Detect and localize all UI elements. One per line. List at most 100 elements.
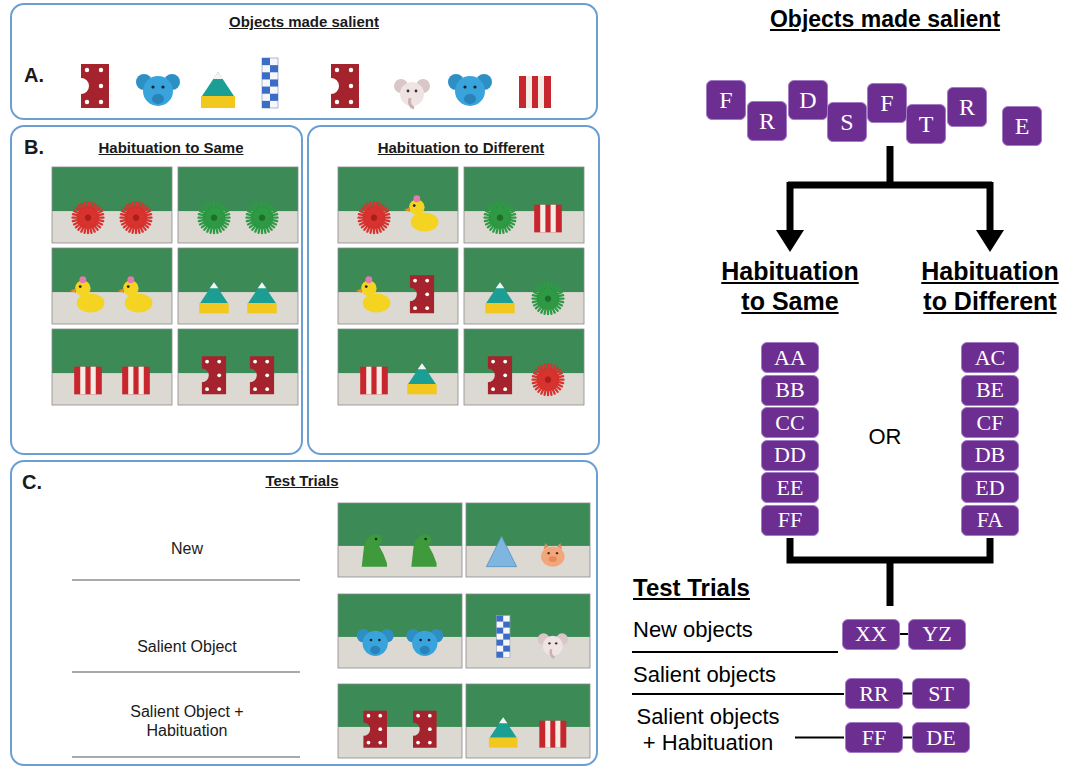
split-arrow: [788, 146, 992, 232]
illustration-part: [464, 94, 476, 104]
box-letters: DE: [926, 727, 955, 749]
illustration-part: [371, 203, 373, 214]
illustration-part: [496, 616, 503, 622]
toy-figure: [250, 356, 274, 394]
illustration-part: [73, 219, 84, 221]
box-letters: DD: [774, 444, 806, 466]
panel-letter: C.: [22, 470, 42, 494]
toy-figure: [410, 275, 434, 313]
box-letters: XX: [855, 623, 887, 645]
illustration-part: [85, 68, 89, 72]
illustration-part: [205, 360, 209, 364]
illustration-part: [359, 219, 370, 221]
illustration-part: [365, 285, 368, 288]
illustration-part: [407, 384, 436, 394]
letter-box: EE: [761, 472, 819, 503]
illustration-part: [178, 248, 298, 324]
illustration-part: [503, 634, 510, 640]
illustration-part: [210, 282, 219, 288]
box-letters: YZ: [922, 623, 951, 645]
illustration-part: [375, 222, 377, 233]
illustration-part: [338, 684, 462, 758]
letter-box: CC: [761, 407, 819, 438]
letter-box: YZ: [908, 619, 966, 650]
illustration-part: [375, 538, 378, 541]
photo-tile: [464, 248, 584, 324]
illustration-part: [424, 538, 427, 541]
illustration-part: [491, 360, 495, 364]
illustration-part: [415, 90, 418, 93]
illustration-part: [338, 292, 458, 324]
illustration-part: [266, 214, 277, 216]
illustration-part: [137, 222, 139, 233]
illustration-part: [466, 546, 590, 577]
photo-tile: [52, 329, 172, 405]
box-letters: ST: [928, 683, 954, 705]
illustration-part: [378, 214, 389, 216]
illustration-part: [466, 684, 590, 758]
box-letters: E: [1015, 114, 1030, 138]
illustration-part: [410, 98, 415, 108]
toy-figure: [363, 711, 387, 748]
photo-tile: [466, 503, 590, 577]
illustration-part: [416, 741, 420, 745]
illustration-part: [413, 279, 417, 283]
illustration-part: [519, 76, 551, 108]
illustration-part: [217, 360, 221, 364]
illustration-part: [178, 329, 298, 405]
box-letters: S: [840, 110, 853, 134]
illustration-part: [413, 195, 420, 202]
illustration-part: [338, 329, 458, 405]
illustration-part: [466, 637, 590, 668]
illustration-part: [367, 714, 371, 718]
illustration-part: [200, 282, 228, 303]
section-heading: Test Trials: [633, 574, 750, 603]
letter-box: BB: [761, 375, 819, 406]
letter-box: AA: [761, 342, 819, 373]
illustration-part: [133, 203, 135, 214]
illustration-part: [533, 300, 544, 302]
box-letters: AA: [774, 347, 806, 369]
split-arrow-line: [788, 146, 992, 232]
illustration-part: [378, 639, 381, 642]
illustration-part: [504, 214, 515, 216]
toy-figure: [70, 276, 105, 312]
illustration-part: [70, 288, 76, 292]
illustration-part: [411, 534, 436, 566]
illustration-part: [270, 65, 278, 72]
illustration-part: [425, 279, 429, 283]
letter-box: XX: [842, 619, 900, 650]
illustration-part: [89, 222, 91, 233]
illustration-part: [338, 248, 458, 324]
illustration-part: [74, 367, 102, 395]
illustration-part: [549, 384, 551, 395]
illustration-part: [338, 373, 458, 405]
illustration-part: [349, 84, 353, 88]
illustration-part: [262, 101, 270, 108]
toy-figure: [407, 363, 436, 394]
illustration-part: [218, 214, 229, 216]
illustration-part: [99, 84, 103, 88]
illustration-part: [140, 214, 151, 216]
illustration-part: [464, 373, 584, 405]
illustration-part: [338, 594, 462, 668]
illustration-part: [428, 639, 431, 642]
letter-box: S: [827, 102, 867, 142]
toy-figure: [136, 74, 180, 106]
illustration-part: [552, 295, 563, 297]
illustration-part: [464, 167, 584, 243]
illustration-part: [178, 292, 298, 324]
illustration-part: [370, 646, 380, 654]
illustration-part: [489, 738, 518, 748]
illustration-part: [338, 684, 462, 758]
illustration-part: [262, 72, 270, 79]
illustration-part: [466, 503, 590, 577]
box-letters: BE: [976, 379, 1004, 401]
illustration-part: [428, 727, 432, 731]
illustration-part: [555, 642, 557, 644]
illustration-part: [497, 203, 499, 214]
illustration-part: [466, 594, 590, 668]
toy-figure: [331, 64, 359, 108]
illustration-part: [122, 367, 150, 395]
illustration-part: [466, 503, 590, 577]
